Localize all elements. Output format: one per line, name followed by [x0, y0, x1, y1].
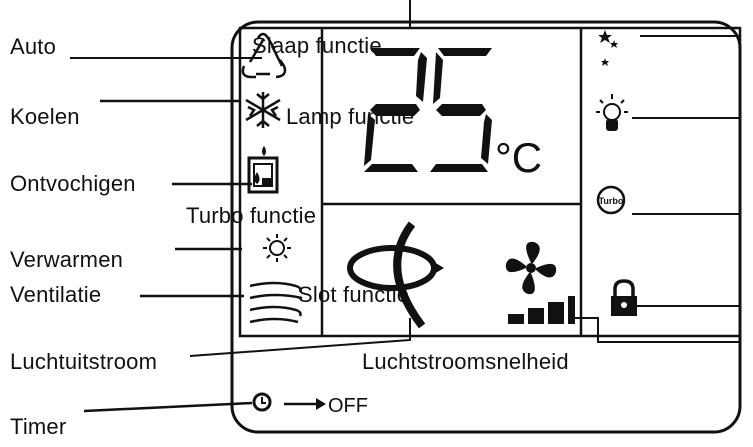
lcd-inner-frame: [238, 26, 742, 338]
turbo-badge-text: Turbo: [599, 196, 624, 206]
airflow-swing-icon: [347, 221, 444, 329]
label-auto: Auto: [10, 34, 57, 59]
timer-off-text: OFF: [328, 395, 368, 417]
label-turbo-functie: Turbo functie: [186, 203, 317, 228]
snowflake-icon: [245, 92, 281, 128]
fan-icon: [505, 241, 557, 295]
label-ontvochigen: Ontvochigen: [10, 171, 136, 196]
sun-icon: [263, 234, 291, 262]
water-drop-box-icon: [247, 146, 279, 194]
leader-timer: [83, 401, 253, 413]
label-luchtuitstroom: Luchtuitstroom: [10, 349, 158, 374]
label-slot-functie: Slot functie: [298, 282, 410, 307]
label-slaap-functie: Slaap functie: [252, 33, 382, 58]
wind-icon: [249, 281, 303, 324]
label-lamp-functie: Lamp functie: [286, 104, 415, 129]
clock-icon: [252, 392, 272, 412]
temperature-seven-segment: [364, 48, 492, 172]
light-bulb-icon: [596, 94, 628, 131]
recycle-triangle-icon: [241, 32, 287, 79]
leader-luchtstroomsnelheid: [575, 317, 740, 343]
turbo-badge-icon: Turbo: [596, 185, 626, 215]
label-timer: Timer: [10, 414, 67, 439]
label-koelen: Koelen: [10, 104, 80, 129]
padlock-icon: [611, 279, 637, 316]
label-verwarmen: Verwarmen: [10, 247, 124, 272]
temperature-unit: °C: [495, 134, 542, 181]
label-luchtstroomsnelheid: Luchtstroomsnelheid: [362, 349, 569, 374]
timer-arrow: [284, 398, 326, 410]
speed-bars-icon: [508, 296, 575, 324]
label-ventilatie: Ventilatie: [10, 282, 102, 307]
moon-stars-icon: [598, 30, 629, 66]
leader-luchtuitstroom: [189, 318, 411, 357]
